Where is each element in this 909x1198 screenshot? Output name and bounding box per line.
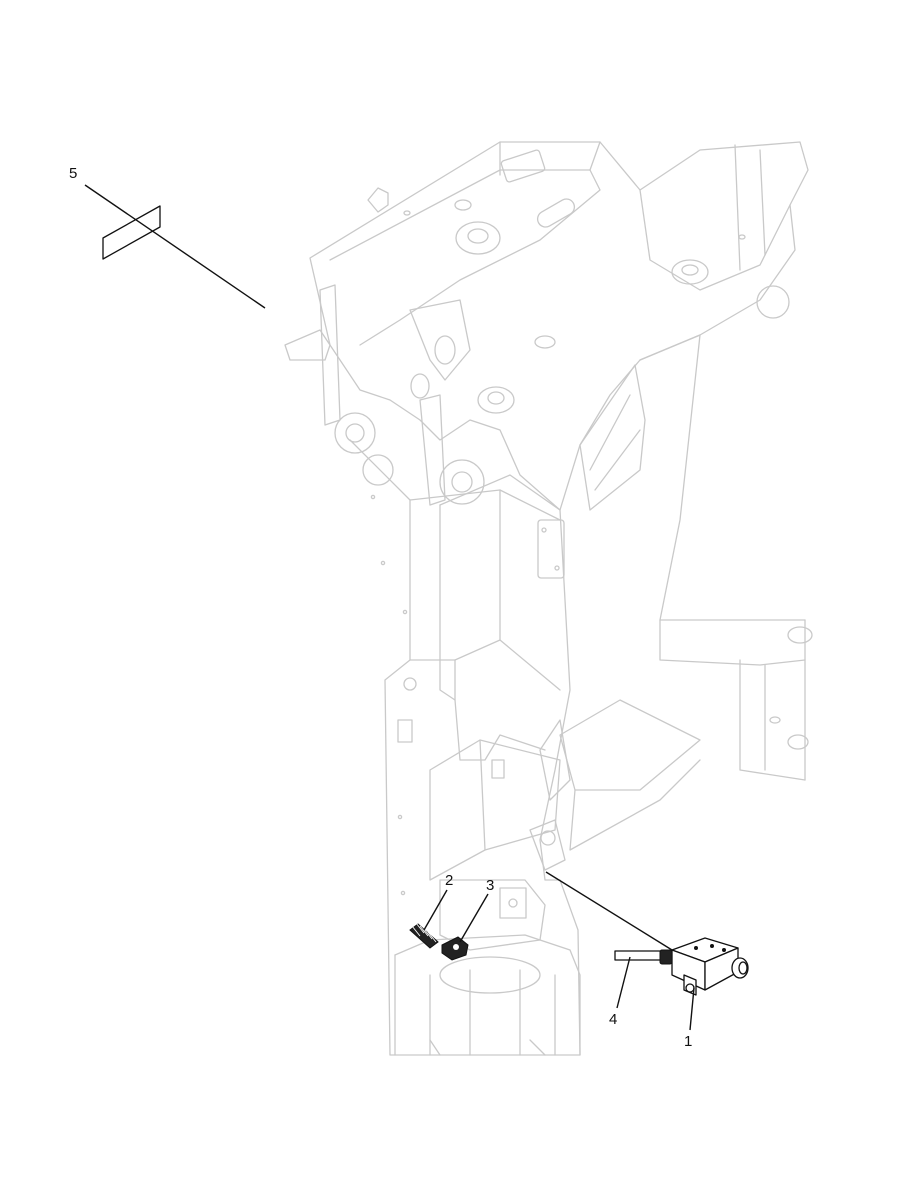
callout-1: 1 xyxy=(684,1033,692,1050)
leader-5 xyxy=(84,184,266,309)
leader-3 xyxy=(459,893,489,943)
callout-3: 3 xyxy=(486,877,494,894)
leader-lines xyxy=(84,184,695,1031)
part-5-decal xyxy=(102,205,161,260)
part-4-pin xyxy=(614,950,662,961)
callout-labels: 5 2 3 4 1 xyxy=(69,165,692,1050)
callout-4: 4 xyxy=(609,1011,617,1028)
leader-4 xyxy=(616,956,631,1009)
leader-1-install xyxy=(545,871,673,951)
callout-2: 2 xyxy=(445,872,453,889)
leader-1 xyxy=(689,987,695,1031)
chassis-frame xyxy=(284,141,813,1056)
part-1-valve xyxy=(659,937,749,996)
part-2-spring xyxy=(409,922,439,949)
leader-2 xyxy=(423,889,448,931)
callout-5: 5 xyxy=(69,165,77,182)
part-3-sensor xyxy=(441,936,469,961)
